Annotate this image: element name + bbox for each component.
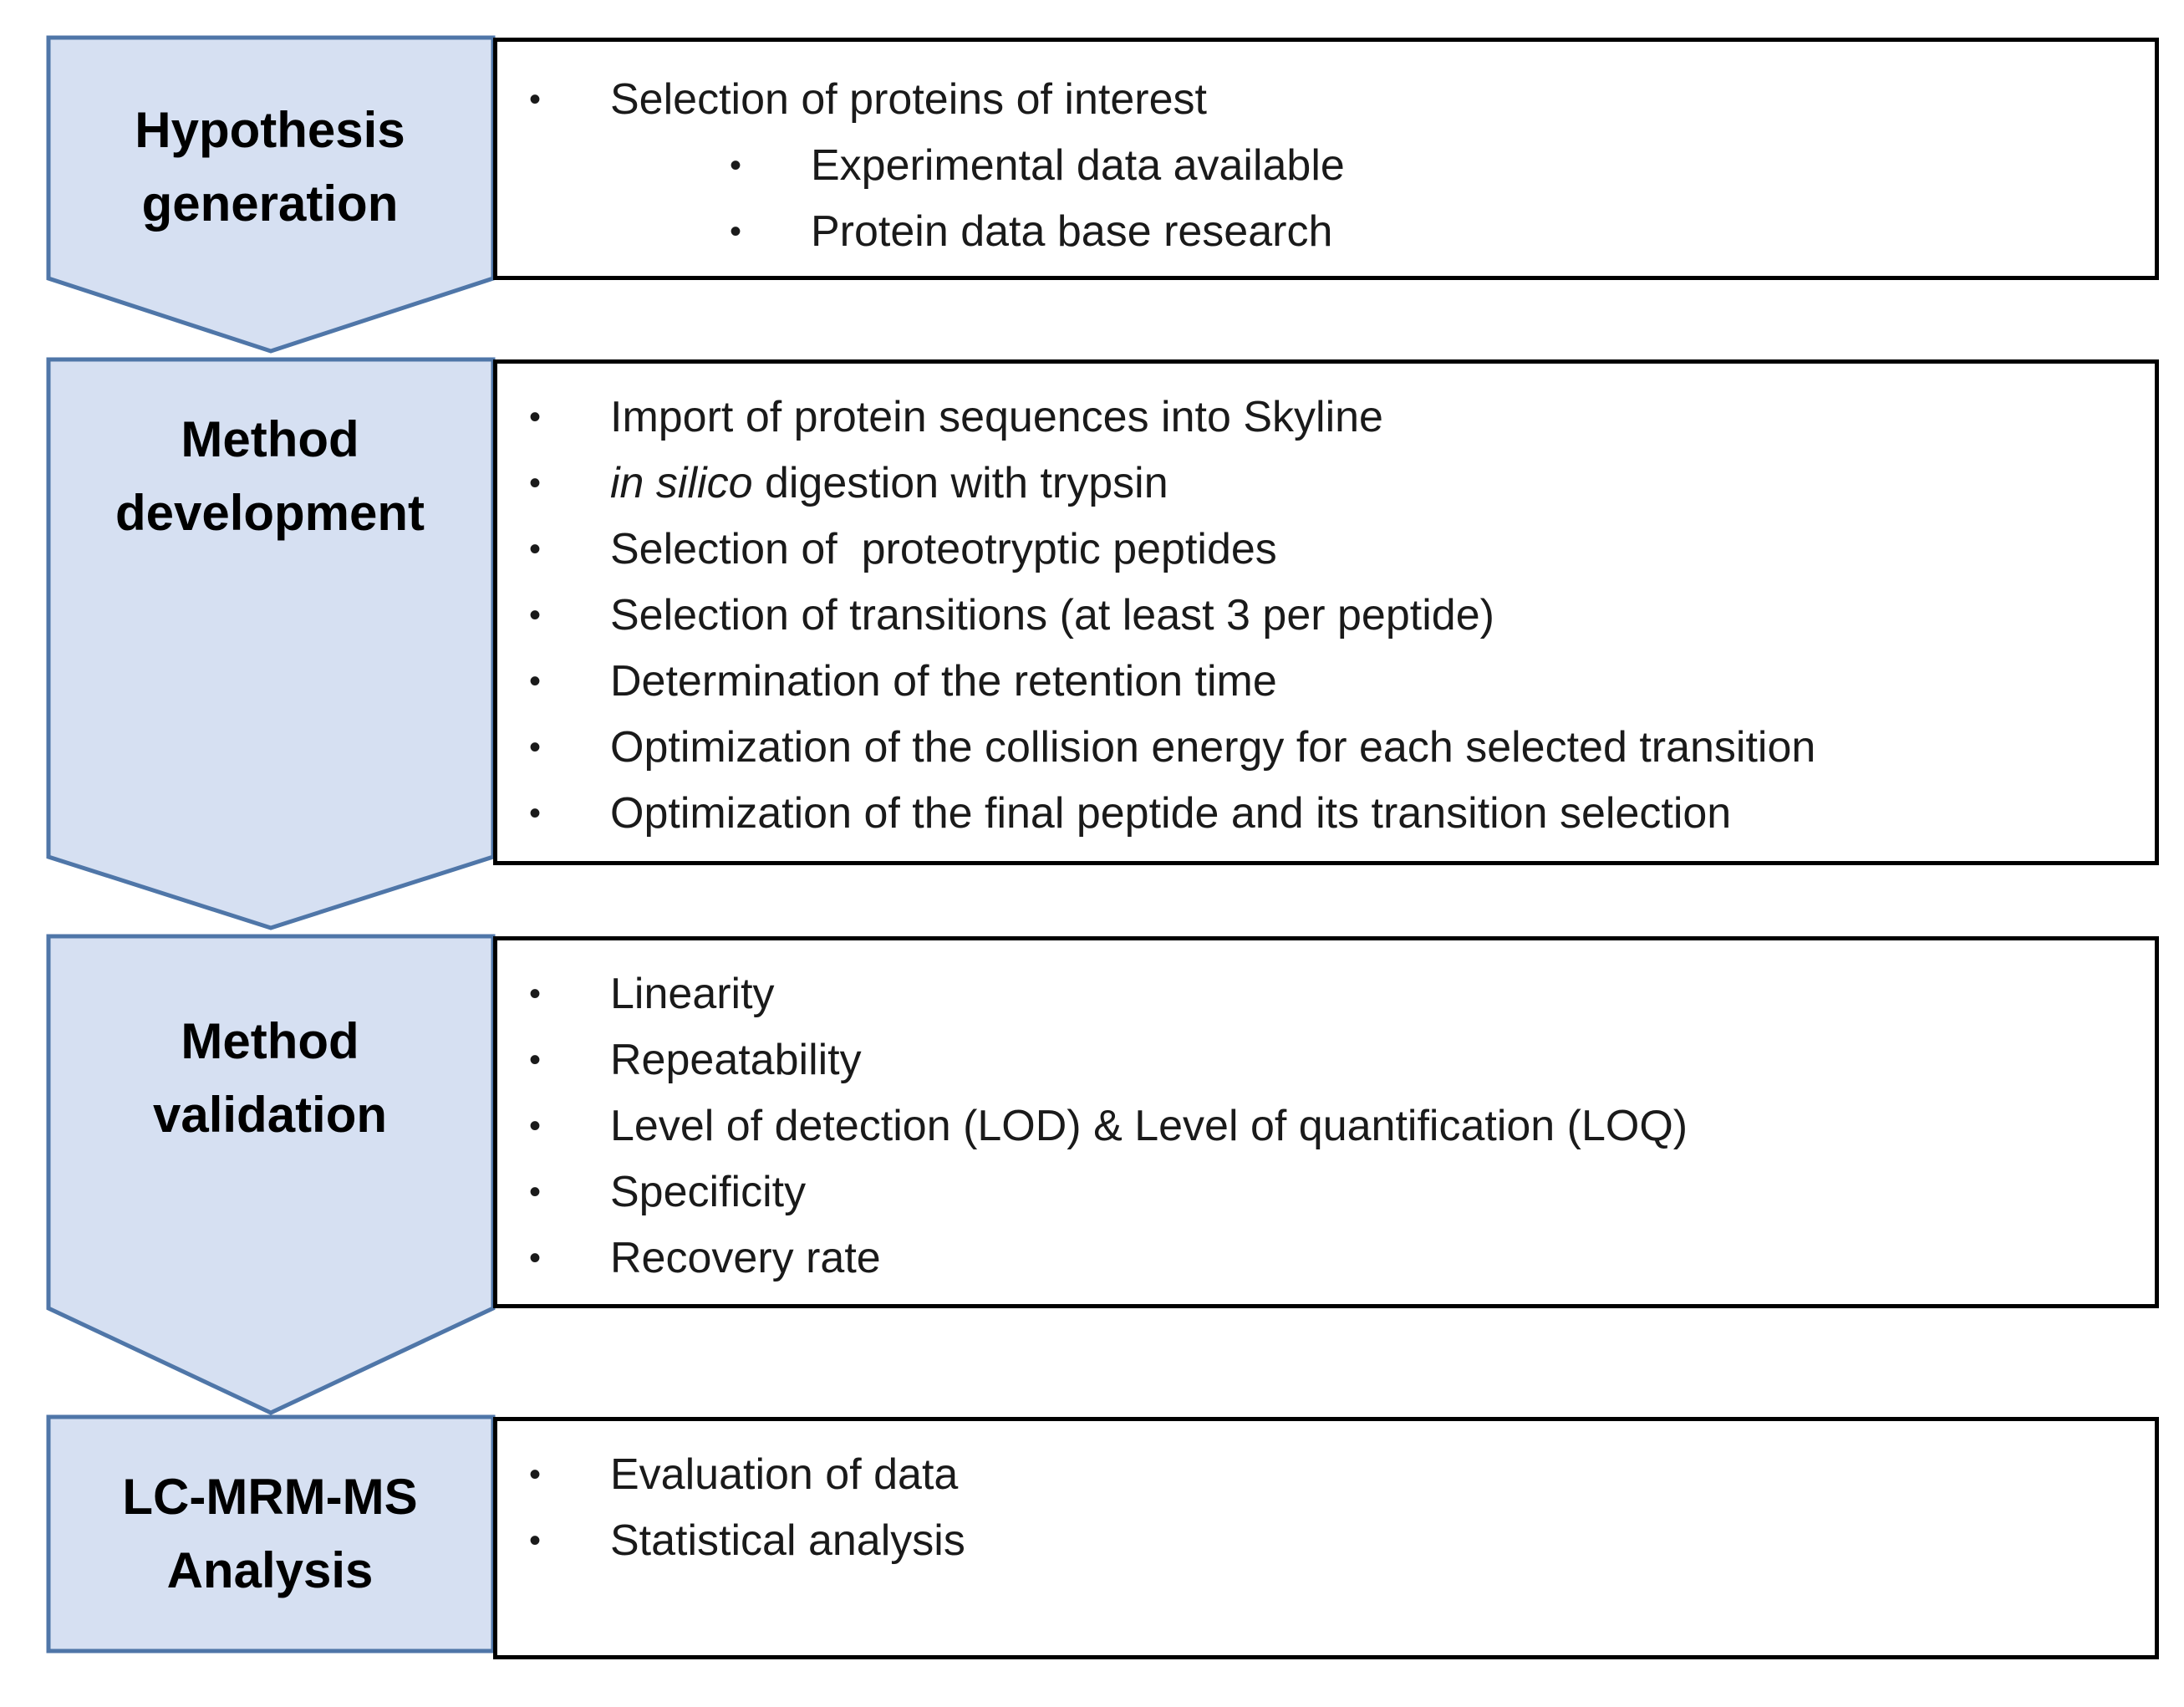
bullet-text: Optimization of the collision energy for… — [610, 723, 1816, 772]
stage-label: Hypothesis generation — [48, 84, 491, 251]
stage-label-line: Hypothesis — [135, 102, 405, 158]
stage-label-line: LC-MRM-MS — [122, 1469, 418, 1525]
stage-detail-box: • Linearity • Repeatability • Level of detect… — [493, 936, 2159, 1308]
bullet-item: • Selection of transitions (at least 3 pe… — [497, 583, 2155, 649]
bullet-item: • Specificity — [497, 1159, 2155, 1225]
bullet-list: • Selection of proteins of interest • Exper… — [497, 67, 2155, 265]
bullet-text: Selection of proteotryptic peptides — [610, 525, 1277, 573]
bullet-text: Experimental data available — [811, 141, 1345, 190]
bullet-text: Level of detection (LOD) & Level of quan… — [610, 1102, 1688, 1150]
bullet-text: Specificity — [610, 1168, 807, 1216]
bullet-text: Repeatability — [610, 1036, 862, 1084]
bullet-dot-icon: • — [529, 1522, 542, 1559]
bullet-item: • Linearity — [497, 961, 2155, 1027]
bullet-text: Selection of proteins of interest — [610, 75, 1207, 124]
stage-label-line: Analysis — [166, 1542, 374, 1598]
bullet-text: Statistical analysis — [610, 1516, 965, 1565]
bullet-dot-icon: • — [529, 1240, 542, 1276]
bullet-item: • Level of detection (LOD) & Level of qua… — [497, 1093, 2155, 1159]
bullet-italic-text: in silico — [610, 459, 753, 507]
bullet-dot-icon: • — [730, 213, 742, 250]
bullet-dot-icon: • — [529, 531, 542, 568]
bullet-item: • Optimization of the final peptide and i… — [497, 781, 2155, 847]
bullet-dot-icon: • — [529, 1174, 542, 1210]
bullet-text: Determination of the retention time — [610, 657, 1277, 706]
bullet-dot-icon: • — [529, 1042, 542, 1078]
bullet-item: • Repeatability — [497, 1027, 2155, 1093]
stage-label-line: Method — [181, 1013, 359, 1069]
bullet-dot-icon: • — [529, 465, 542, 502]
bullet-dot-icon: • — [529, 597, 542, 634]
bullet-dot-icon: • — [529, 976, 542, 1012]
stage-detail-box: • Import of protein sequences into Skylin… — [493, 359, 2159, 865]
bullet-list: • Import of protein sequences into Skylin… — [497, 385, 2155, 847]
sub-bullet-item: • Experimental data available — [497, 133, 2155, 199]
bullet-text: Recovery rate — [610, 1234, 881, 1282]
bullet-list: • Linearity • Repeatability • Level of detect… — [497, 961, 2155, 1292]
stage-detail-box: • Selection of proteins of interest • Exper… — [493, 38, 2159, 280]
bullet-item: • Selection of proteins of interest — [497, 67, 2155, 133]
bullet-dot-icon: • — [529, 729, 542, 766]
bullet-text: Protein data base research — [811, 207, 1333, 256]
bullet-dot-icon: • — [529, 795, 542, 832]
bullet-text: Import of protein sequences into Skyline — [610, 393, 1383, 441]
stage-label-line: development — [115, 485, 425, 541]
stage-label: Method development — [48, 393, 491, 560]
stage-label-line: Method — [181, 411, 359, 467]
bullet-dot-icon: • — [730, 147, 742, 184]
stage-arrow-shape — [46, 357, 496, 930]
bullet-text: digestion with trypsin — [752, 459, 1168, 507]
bullet-dot-icon: • — [529, 1456, 542, 1493]
sub-bullet-item: • Protein data base research — [497, 199, 2155, 265]
bullet-dot-icon: • — [529, 1108, 542, 1144]
bullet-item: • Statistical analysis — [497, 1508, 2155, 1574]
bullet-item: • Optimization of the collision energy fo… — [497, 715, 2155, 781]
bullet-text: Linearity — [610, 970, 775, 1018]
bullet-dot-icon: • — [529, 81, 542, 118]
bullet-item: • Import of protein sequences into Skylin… — [497, 385, 2155, 451]
stage-label-line: validation — [152, 1087, 388, 1143]
bullet-item: • Selection of proteotryptic peptides — [497, 517, 2155, 583]
bullet-dot-icon: • — [529, 663, 542, 700]
stage-arrow-shape — [46, 35, 496, 354]
bullet-item: • in silico digestion with trypsin — [497, 451, 2155, 517]
stage-label-line: generation — [141, 176, 399, 232]
bullet-dot-icon: • — [529, 399, 542, 436]
stage-label: Method validation — [48, 995, 491, 1162]
bullet-item: • Recovery rate — [497, 1225, 2155, 1292]
bullet-list: • Evaluation of data • Statistical analysis — [497, 1442, 2155, 1574]
bullet-text: Optimization of the final peptide and it… — [610, 789, 1732, 838]
bullet-item: • Determination of the retention time — [497, 649, 2155, 715]
stage-label: LC-MRM-MS Analysis — [48, 1450, 491, 1618]
stage-arrow-shape — [46, 934, 496, 1415]
bullet-item: • Evaluation of data — [497, 1442, 2155, 1508]
bullet-text: Selection of transitions (at least 3 per… — [610, 591, 1494, 639]
bullet-text: Evaluation of data — [610, 1450, 959, 1499]
stage-detail-box: • Evaluation of data • Statistical analysis — [493, 1417, 2159, 1659]
